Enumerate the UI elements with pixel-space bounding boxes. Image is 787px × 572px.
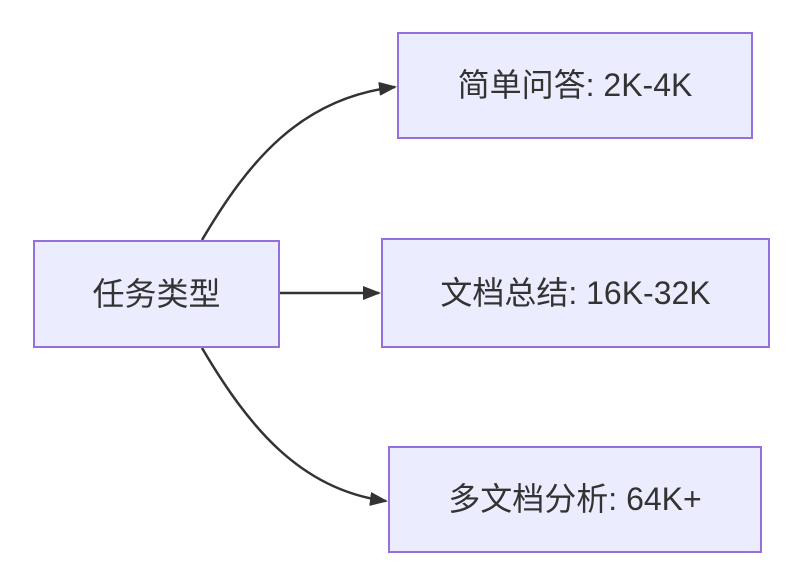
node-multi-doc-analysis: 多文档分析: 64K+ <box>388 446 762 553</box>
node-simple-qa-label: 简单问答: 2K-4K <box>457 67 693 104</box>
node-doc-summary: 文档总结: 16K-32K <box>381 238 770 348</box>
edge-root-to-simple-qa <box>200 81 397 241</box>
edge-root-to-multi-doc <box>200 347 388 506</box>
node-doc-summary-label: 文档总结: 16K-32K <box>440 274 711 311</box>
node-simple-qa: 简单问答: 2K-4K <box>397 32 753 139</box>
node-task-type: 任务类型 <box>33 240 280 348</box>
node-multi-doc-analysis-label: 多文档分析: 64K+ <box>448 481 702 518</box>
node-task-type-label: 任务类型 <box>92 275 221 312</box>
